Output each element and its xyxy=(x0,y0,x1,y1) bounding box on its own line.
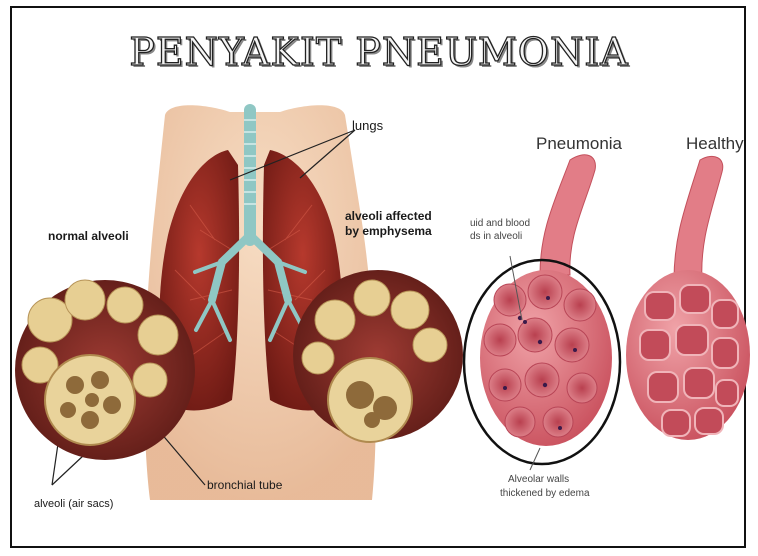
healthy-heading: Healthy xyxy=(686,134,744,154)
bronchial-tube-label: bronchial tube xyxy=(207,478,282,492)
alveoli-affected-label-line1: alveoli affected xyxy=(345,209,432,223)
walls-label-line2: thickened by edema xyxy=(500,488,590,499)
walls-label-line1: Alveolar walls xyxy=(508,474,569,485)
alveoli-sacs-label: alveoli (air sacs) xyxy=(34,498,113,510)
alveoli-affected-label-line2: by emphysema xyxy=(345,224,432,238)
lungs-label: lungs xyxy=(352,118,383,133)
fluid-label-line1: uid and blood xyxy=(470,218,530,229)
normal-alveoli-label: normal alveoli xyxy=(48,229,129,243)
pneumonia-alveolar-sac xyxy=(464,155,620,470)
pneumonia-heading: Pneumonia xyxy=(536,134,622,154)
healthy-alveolar-sac xyxy=(626,156,750,440)
normal-alveoli-zoom xyxy=(15,280,195,460)
fluid-label-line2: ds in alveoli xyxy=(470,231,522,242)
